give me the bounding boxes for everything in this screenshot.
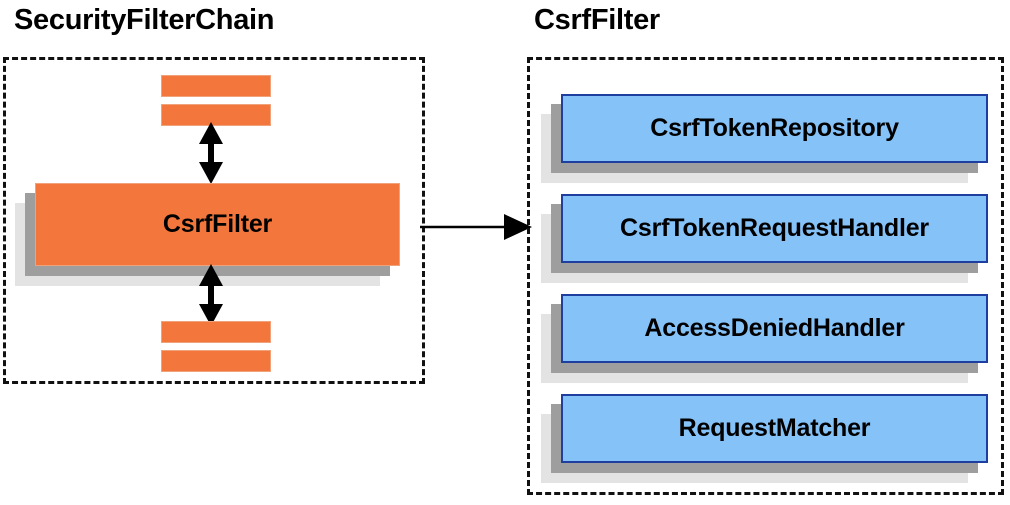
collaborator-card-label: AccessDeniedHandler	[644, 314, 905, 342]
card-face: CsrfTokenRepository	[561, 94, 988, 163]
csrf-filter-block-label: CsrfFilter	[162, 210, 273, 238]
group-box-security-filter-chain	[3, 57, 425, 384]
filter-bar-below-2	[161, 350, 271, 372]
collaborator-card-access-denied-handler[interactable]: AccessDeniedHandler	[541, 294, 988, 383]
card-face: CsrfTokenRequestHandler	[561, 194, 988, 263]
card-face: CsrfFilter	[35, 183, 400, 266]
panel-title-csrf-filter: CsrfFilter	[534, 4, 660, 36]
collaborator-card-label: CsrfTokenRepository	[650, 114, 899, 142]
double-arrow-above-icon	[199, 122, 223, 184]
collaborator-card-label: CsrfTokenRequestHandler	[620, 214, 929, 242]
filter-bar-below-1	[161, 321, 271, 343]
csrf-filter-block[interactable]: CsrfFilter	[15, 183, 400, 286]
filter-bar-above-1	[161, 75, 271, 97]
card-face: RequestMatcher	[561, 394, 988, 463]
group-box-csrf-filter	[527, 57, 1004, 495]
filter-bar-above-2	[161, 104, 271, 126]
card-face: AccessDeniedHandler	[561, 294, 988, 363]
collaborator-card-label: RequestMatcher	[678, 414, 871, 442]
panel-title-security-filter-chain: SecurityFilterChain	[14, 4, 275, 36]
collaborator-card-csrf-token-request-handler[interactable]: CsrfTokenRequestHandler	[541, 194, 988, 283]
collaborator-card-csrf-token-repository[interactable]: CsrfTokenRepository	[541, 94, 988, 183]
collaborator-card-request-matcher[interactable]: RequestMatcher	[541, 394, 988, 483]
double-arrow-below-icon	[199, 264, 223, 326]
csrffilter-detail-arrow-icon	[420, 214, 532, 240]
